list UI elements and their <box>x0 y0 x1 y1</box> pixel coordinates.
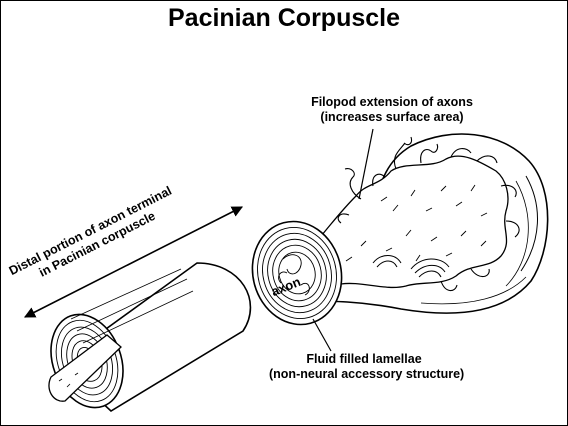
fluid-label: Fluid filled lamellae (non-neural access… <box>269 352 465 382</box>
filopod-label: Filopod extension of axons (increases su… <box>277 95 507 125</box>
distal-extent-arrow <box>24 206 243 318</box>
fluid-label-line-1: Fluid filled lamellae <box>306 352 422 366</box>
axon-terminal-mass <box>300 136 520 292</box>
axon-tip <box>48 334 122 402</box>
filopod-pointer <box>358 128 374 200</box>
bulb-lamella-detail <box>372 255 450 278</box>
lamellae-cross-section <box>251 220 343 326</box>
diagram-title: Pacinian Corpuscle <box>167 4 401 32</box>
filopod-label-line-1: Filopod extension of axons <box>311 95 473 109</box>
fluid-pointer <box>312 318 332 352</box>
fluid-label-line-2: (non-neural accessory structure) <box>269 367 465 381</box>
filopod-label-line-2: (increases surface area) <box>320 110 464 124</box>
